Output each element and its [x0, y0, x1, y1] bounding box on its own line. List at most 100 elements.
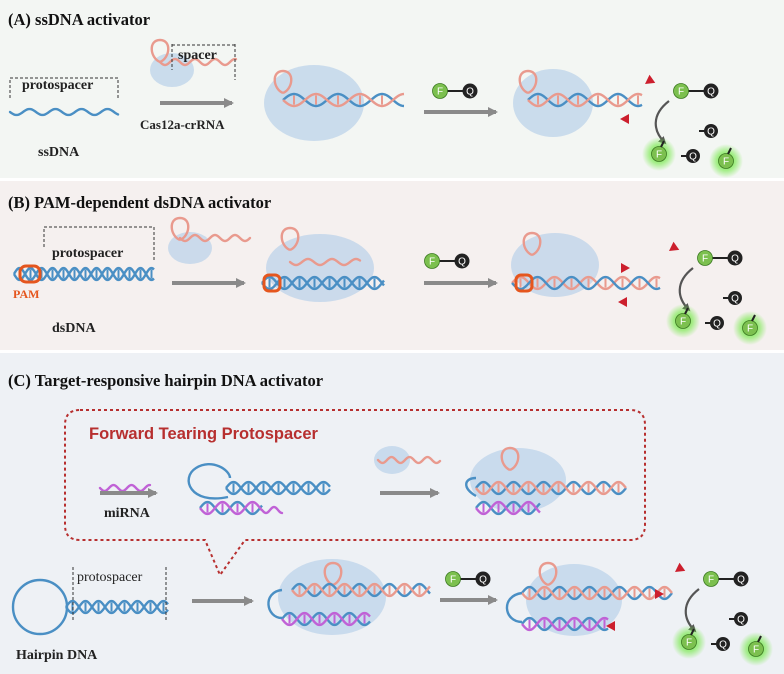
panel-a-enzyme-label: Cas12a-crRNA: [140, 117, 225, 132]
panel-a-title: (A) ssDNA activator: [8, 10, 151, 29]
mirna-duplex-c2: [475, 500, 541, 516]
panel-b-substrate-label: dsDNA: [52, 321, 96, 336]
panel-c-protospacer-label: protospacer: [77, 570, 143, 585]
released-quencher: [734, 612, 748, 626]
strand-front: [261, 275, 385, 291]
hairpin-turn-c3: [505, 591, 523, 624]
quencher-letter: Q: [707, 87, 715, 98]
glowing-fluorophore-1: F: [642, 137, 676, 171]
protospacer-bracket: [9, 77, 119, 98]
glowing-fluorophore-2: F: [733, 311, 767, 345]
crrna-spacer-a: [158, 57, 238, 67]
fluorophore-letter: F: [437, 87, 443, 98]
quencher-bead: [727, 250, 743, 266]
cleavage-arrow: [684, 588, 700, 633]
strand-front: [291, 582, 431, 598]
crrna-handle-bound-a: [273, 69, 293, 95]
readout-a: [654, 100, 670, 145]
strand-front: [65, 599, 169, 615]
strand-back: [12, 266, 155, 282]
cleaved-stub: [690, 628, 695, 636]
crrna-handle-activated-b: [522, 231, 542, 257]
free-quencher-2: Q: [711, 637, 730, 651]
cleaved-stub: [751, 314, 756, 322]
released-quencher: [686, 149, 700, 163]
crrna-handle-bound-c2: [323, 561, 343, 587]
trans-cleavage-site: [645, 74, 656, 84]
quencher-letter: Q: [737, 575, 745, 586]
released-quencher: [716, 637, 730, 651]
panel-c-substrate-label: Hairpin DNA: [16, 648, 98, 663]
cleavage-arrow: [678, 267, 694, 312]
protospacer-bracket-b: [43, 226, 155, 262]
strand-back: [475, 500, 541, 516]
fluorophore-letter: F: [708, 575, 714, 586]
crrna-handle-bound-c1: [500, 446, 520, 472]
cis-cleavage-site-b-top: [621, 263, 630, 273]
strand-back: [282, 92, 405, 108]
trans-cleavage-site: [669, 241, 680, 252]
hairpin-loop-open: [187, 463, 232, 500]
panel-b-background: [0, 181, 784, 350]
cas12a-protein-bound-a: [264, 65, 364, 141]
strand-front: [475, 480, 627, 496]
cas12a-protein-bound-b: [266, 234, 374, 302]
rloop-duplex-c2: [291, 582, 431, 598]
fluorophore-letter: F: [686, 638, 692, 649]
hairpin-stem: [65, 599, 169, 615]
fluorophore-letter: F: [747, 324, 753, 335]
quencher-letter: Q: [466, 87, 474, 98]
cleaved-stub: [757, 635, 762, 643]
released-quencher: [728, 291, 742, 305]
quencher-bead: [733, 571, 749, 587]
quencher-letter: Q: [707, 127, 715, 138]
crrna-handle-activated-c: [538, 561, 558, 587]
hairpin-turn-c1: [465, 476, 477, 498]
strand-back: [527, 92, 643, 108]
cis-cleavage-site-c-bottom: [606, 621, 615, 631]
strand-front: [475, 500, 541, 516]
fluorophore-letter: F: [450, 575, 456, 586]
quencher-bead: [454, 253, 470, 269]
panel-b-title: (B) PAM-dependent dsDNA activator: [8, 193, 272, 212]
released-fluorophore: [651, 146, 667, 162]
fluorophore-letter: F: [680, 317, 686, 328]
mirna-duplex-c3: [281, 611, 371, 627]
readout-c: [684, 588, 700, 633]
glowing-fluorophore-1: F: [672, 625, 706, 659]
panel-b-pam-label: PAM: [13, 287, 40, 301]
cleaved-stub: [684, 307, 689, 315]
strand-front: [521, 585, 673, 601]
strand-front: [527, 92, 643, 108]
crrna-spacer-b: [178, 233, 252, 243]
fluorophore-letter: F: [429, 257, 435, 268]
fluorophore-letter: F: [753, 645, 759, 656]
strand-front: [281, 611, 371, 627]
activated-duplex-a: [527, 92, 643, 108]
panel-b-protospacer-label: protospacer: [52, 246, 124, 261]
trans-cleavage-site: [675, 562, 686, 572]
quencher-bead: [475, 571, 491, 587]
released-fluorophore: [675, 313, 691, 329]
cleaved-stub: [727, 147, 732, 155]
strand-back: [291, 582, 431, 598]
fluorophore-bead: [673, 83, 689, 99]
callout-title: Forward Tearing Protospacer: [89, 425, 318, 443]
glowing-fluorophore-2: F: [739, 632, 773, 666]
callout-box: [64, 409, 646, 578]
crrna-handle-b: [170, 216, 190, 242]
quencher-letter: Q: [458, 257, 466, 268]
free-quencher-1: Q: [723, 291, 742, 305]
fluorophore-bead: [445, 571, 461, 587]
dsdna-bound-b: [261, 275, 385, 291]
strand-back: [261, 275, 385, 291]
crrna-handle-bound-b: [280, 226, 300, 252]
crrna-handle-activated-a: [518, 69, 538, 95]
panel-a-substrate-label: ssDNA: [38, 145, 80, 160]
cas12a-protein-bound-c1: [470, 448, 566, 512]
fluorophore-letter: F: [702, 254, 708, 265]
